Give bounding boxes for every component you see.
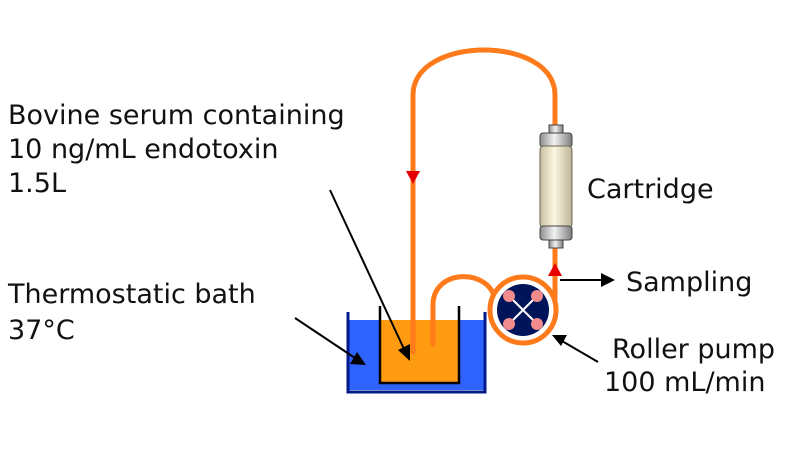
roller-pump <box>487 274 559 346</box>
cartridge-label: Cartridge <box>587 174 714 205</box>
serum-label-line3: 1.5L <box>8 168 66 199</box>
tubing-return-line <box>410 47 558 355</box>
cartridge <box>539 124 573 249</box>
pump-roller <box>503 318 515 330</box>
pump-roller <box>531 290 543 302</box>
serum-liquid <box>380 320 458 382</box>
rotor-arm <box>508 295 538 325</box>
serum-label-line1: Bovine serum containing <box>8 100 345 131</box>
cartridge-bottom-flange <box>539 225 573 241</box>
pump-pointer-head <box>552 335 567 346</box>
cartridge-top-cap <box>548 124 564 134</box>
tubing-intake-line <box>430 274 498 347</box>
bath-pointer <box>294 317 356 359</box>
pump-pointer <box>561 340 599 363</box>
beaker-outline <box>378 306 461 385</box>
serum-label-line2: 10 ng/mL endotoxin <box>8 134 278 165</box>
bath-label-line1: Thermostatic bath <box>7 279 256 310</box>
flow-arrow-up <box>548 263 562 276</box>
flow-arrow-down <box>406 171 420 184</box>
cartridge-bottom-cap <box>548 239 564 249</box>
bath-label-line2: 37°C <box>8 315 75 346</box>
pump-label-line2: 100 mL/min <box>604 367 765 398</box>
pump-label-line1: Roller pump <box>612 334 775 365</box>
serum-beaker <box>378 306 461 385</box>
bath-pointer-head <box>350 352 366 365</box>
pump-roller <box>531 318 543 330</box>
serum-pointer <box>329 189 405 350</box>
sampling-label: Sampling <box>626 267 752 298</box>
sampling-pointer-head <box>601 273 615 287</box>
bath-container <box>346 312 487 394</box>
callout-lines <box>294 189 615 365</box>
serum-pointer-head <box>398 344 410 361</box>
cartridge-top-flange <box>539 132 573 148</box>
cartridge-body <box>539 145 573 229</box>
pump-roller <box>503 290 515 302</box>
